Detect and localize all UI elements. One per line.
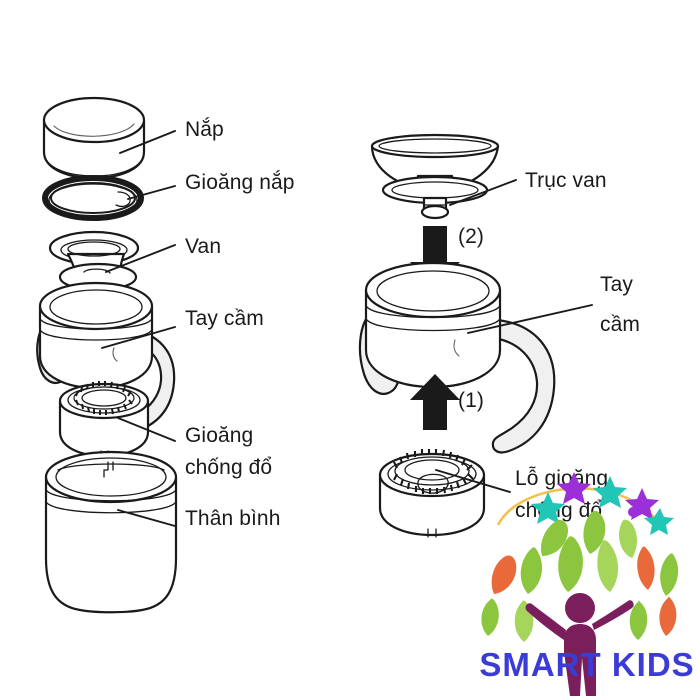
step-label-1: (1) bbox=[458, 389, 484, 412]
leader-line-handle-right bbox=[467, 304, 593, 334]
part-handle-collar bbox=[36, 281, 176, 433]
part-cap bbox=[42, 96, 146, 180]
part-cap-gasket bbox=[42, 175, 144, 221]
label-valve-stem: Trục van bbox=[525, 169, 607, 192]
part-valve bbox=[48, 230, 140, 292]
label-valve: Van bbox=[185, 235, 222, 258]
label-spill-gasket-2: chống đổ bbox=[185, 456, 273, 479]
leader-line-valve bbox=[105, 244, 176, 273]
label-handle-right-2: cầm bbox=[600, 313, 640, 336]
part-handle-collar-right bbox=[358, 261, 556, 454]
leader-line-cap-gasket bbox=[127, 185, 176, 200]
label-handle: Tay cầm bbox=[185, 307, 264, 330]
leader-line-spill-gasket bbox=[117, 417, 176, 442]
label-bottle-body: Thân bình bbox=[185, 507, 281, 530]
label-cap: Nắp bbox=[185, 118, 224, 141]
leader-line-cap bbox=[119, 130, 176, 154]
leader-line-bottle-body bbox=[117, 509, 176, 527]
label-handle-right-1: Tay bbox=[600, 273, 633, 296]
part-bottle-body bbox=[44, 450, 178, 614]
arrow-step-1 bbox=[410, 374, 460, 430]
part-spill-gasket bbox=[58, 381, 150, 459]
label-cap-gasket: Gioăng nắp bbox=[185, 171, 295, 194]
step-label-2: (2) bbox=[458, 225, 484, 248]
part-spill-gasket-right bbox=[378, 449, 486, 538]
leader-line-handle bbox=[101, 326, 176, 349]
leader-line-valve-stem bbox=[449, 179, 517, 206]
part-valve-stem bbox=[370, 133, 500, 220]
label-spill-gasket-1: Gioăng bbox=[185, 424, 254, 447]
label-gasket-hole-2: chống đổ bbox=[515, 499, 603, 522]
label-gasket-hole-1: Lỗ gioăng bbox=[515, 467, 609, 490]
